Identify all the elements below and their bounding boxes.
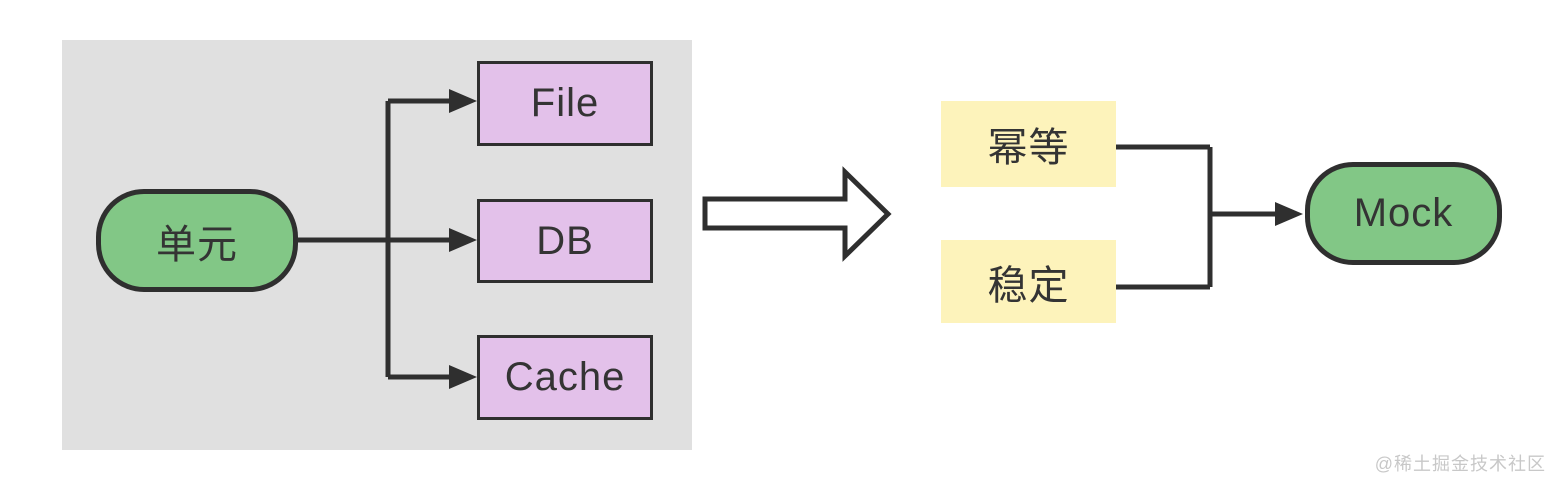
stable-box: 稳定 xyxy=(941,240,1116,323)
block-arrow-icon xyxy=(702,166,892,262)
file-box-label: File xyxy=(530,81,600,125)
cache-box: Cache xyxy=(477,335,653,420)
db-box: DB xyxy=(477,199,653,283)
stable-box-label: 稳定 xyxy=(987,263,1070,308)
mock-node: Mock xyxy=(1305,162,1502,265)
arrowhead-icon xyxy=(449,89,477,389)
file-box: File xyxy=(477,61,653,146)
idempotent-box: 幂等 xyxy=(941,101,1116,187)
unit-branch-connector xyxy=(298,98,452,380)
mock-node-label: Mock xyxy=(1353,191,1454,235)
arrowhead-icon xyxy=(1275,202,1303,226)
merge-connector xyxy=(1116,144,1280,290)
unit-node-label: 单元 xyxy=(156,222,238,267)
unit-node: 单元 xyxy=(96,189,298,292)
cache-box-label: Cache xyxy=(504,355,626,399)
idempotent-box-label: 幂等 xyxy=(987,126,1070,170)
db-box-label: DB xyxy=(536,218,594,263)
watermark: @稀土掘金技术社区 xyxy=(1374,454,1546,474)
